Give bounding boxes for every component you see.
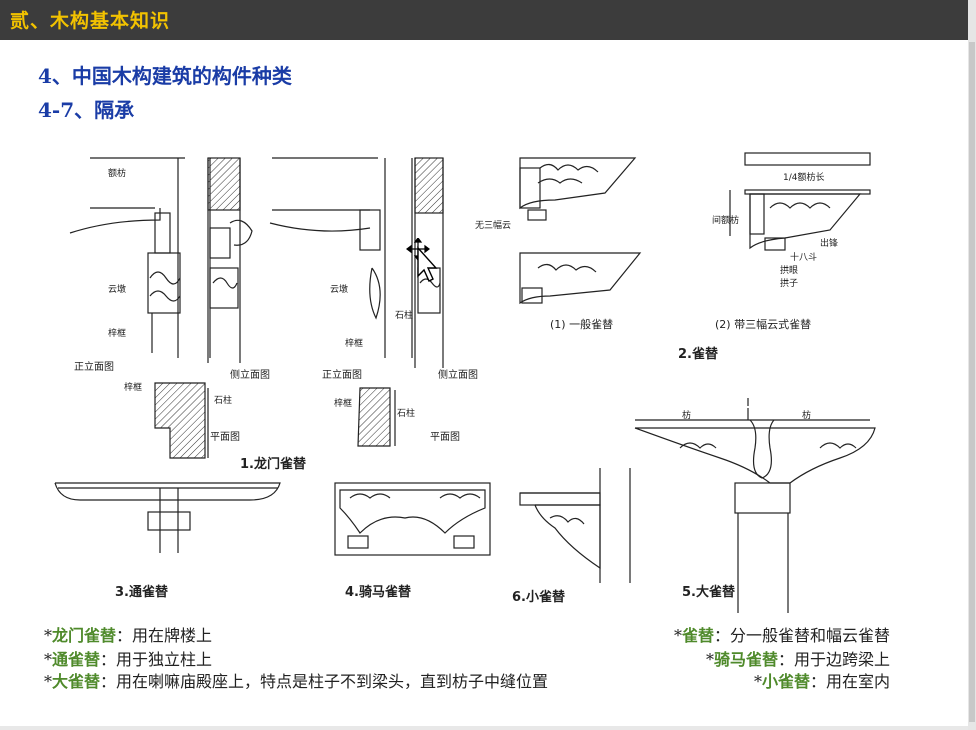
caption-1: 1.龙门雀替 xyxy=(240,456,307,472)
caption-6: 6.小雀替 xyxy=(512,589,566,605)
note-text: 用在室内 xyxy=(825,672,890,691)
label-stone-col-2: 石柱 xyxy=(214,394,232,406)
label-chu-feng: 出锋 xyxy=(820,237,838,249)
note-key: 骑马雀替 xyxy=(713,650,778,669)
longmen-side-drawing xyxy=(207,157,253,363)
caption-three-cloud: (2) 带三幅云式雀替 xyxy=(715,317,811,331)
label-gong-zi: 拱子 xyxy=(780,277,798,289)
caption-5: 5.大雀替 xyxy=(682,584,736,600)
label-elevation-2: 正立面图 xyxy=(322,368,362,381)
queti-three-cloud-drawing xyxy=(729,152,871,251)
note-key: 雀替 xyxy=(681,626,714,645)
slide-bottom-edge xyxy=(0,726,968,730)
longmen-plan-drawing xyxy=(154,382,396,459)
label-zi-kuang-2: 梓框 xyxy=(345,337,363,349)
scrollbar-thumb[interactable] xyxy=(969,42,975,722)
note-xiao: *小雀替：用在室内 xyxy=(753,672,890,691)
title-bar: 贰、木构基本知识 xyxy=(0,0,968,40)
note-tong: *通雀替：用于独立柱上 xyxy=(44,650,213,669)
xiao-queti-drawing xyxy=(519,468,631,583)
longmen-elevation2-drawing xyxy=(269,157,444,368)
label-zi-kuang: 梓框 xyxy=(108,327,126,339)
label-zi-kuang-3: 梓框 xyxy=(124,381,142,393)
move-cursor-icon xyxy=(406,237,442,286)
note-text: 用于边跨梁上 xyxy=(793,650,890,669)
note-text: 用在喇嘛庙殿座上，特点是柱子不到梁头，直到枋子中缝位置 xyxy=(116,672,549,691)
slide-subheading: 4-7、隔承 xyxy=(38,98,135,122)
note-key: 大雀替 xyxy=(52,672,101,691)
label-plan: 平面图 xyxy=(210,431,240,443)
vertical-scrollbar[interactable] xyxy=(968,0,976,730)
caption-4: 4.骑马雀替 xyxy=(345,584,412,600)
da-queti-drawing xyxy=(634,398,876,613)
label-fang-left: 枋 xyxy=(682,409,691,421)
label-jian-fu-fang: 间额枋 xyxy=(712,214,739,226)
label-yun-dun-2: 云墩 xyxy=(330,283,348,295)
label-stone-col: 石柱 xyxy=(395,309,413,321)
caption-2: 2.雀替 xyxy=(678,346,719,362)
label-shi-ba-dou: 十八斗 xyxy=(790,251,817,263)
label-side: 侧立面图 xyxy=(230,368,270,381)
note-longmen: *龙门雀替：用在牌楼上 xyxy=(44,626,213,645)
note-key: 小雀替 xyxy=(761,672,810,691)
label-zi-kuang-4: 梓框 xyxy=(334,397,352,409)
note-text: 用在牌楼上 xyxy=(132,626,213,645)
label-gong-yan: 拱眼 xyxy=(780,264,798,276)
note-qima: *骑马雀替：用于边跨梁上 xyxy=(705,650,890,669)
label-side-2: 侧立面图 xyxy=(438,368,478,381)
note-queti: *雀替：分一般雀替和幅云雀替 xyxy=(673,626,890,645)
caption-general: (1) 一般雀替 xyxy=(550,317,613,331)
slide-heading: 4、中国木构建筑的构件种类 xyxy=(38,64,292,88)
note-key: 通雀替 xyxy=(52,650,101,669)
label-plan-2: 平面图 xyxy=(430,431,460,443)
longmen-elevation-drawing xyxy=(69,157,211,358)
caption-3: 3.通雀替 xyxy=(115,584,169,600)
bracket-diagram: 额枋 云墩 梓框 正立面图 侧立面图 云墩 梓框 石柱 正立面图 侧立面图 梓框… xyxy=(54,152,876,613)
queti-general-drawing xyxy=(519,157,642,305)
qima-queti-drawing xyxy=(334,482,491,556)
tong-queti-drawing xyxy=(54,482,281,553)
note-da: *大雀替：用在喇嘛庙殿座上，特点是柱子不到梁头，直到枋子中缝位置 xyxy=(44,672,549,691)
section-title: 贰、木构基本知识 xyxy=(10,10,171,32)
label-stone-col-3: 石柱 xyxy=(397,407,415,419)
label-fang-right: 枋 xyxy=(802,409,811,421)
label-elevation: 正立面图 xyxy=(74,360,114,373)
note-key: 龙门雀替 xyxy=(52,626,117,645)
label-e-fang: 额枋 xyxy=(108,167,126,179)
label-yun-dun: 云墩 xyxy=(108,283,126,295)
note-text: 分一般雀替和幅云雀替 xyxy=(729,626,890,645)
note-text: 用于独立柱上 xyxy=(116,650,213,669)
label-wu-san-fu-yun: 无三幅云 xyxy=(475,219,511,231)
label-quarter-len: 1/4额枋长 xyxy=(783,171,825,183)
